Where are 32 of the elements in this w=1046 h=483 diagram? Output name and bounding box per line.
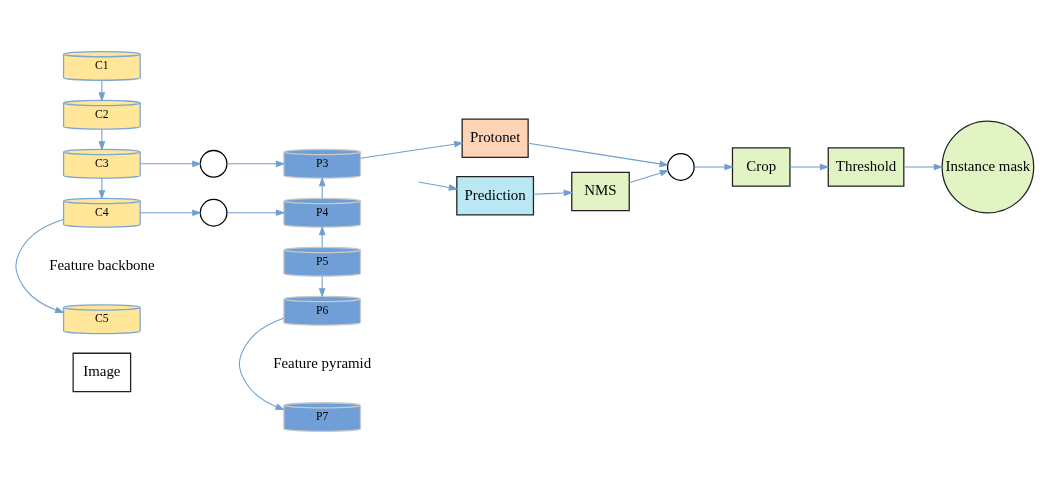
arrow bbox=[628, 169, 670, 184]
node-box: Crop bbox=[731, 147, 791, 187]
node-box: Prediction bbox=[456, 175, 535, 216]
node-circle bbox=[199, 149, 228, 178]
arrow bbox=[98, 79, 106, 102]
arrow bbox=[789, 163, 830, 171]
arrow bbox=[226, 209, 286, 217]
arrow bbox=[418, 181, 459, 191]
arrow bbox=[318, 225, 326, 248]
node-box: Threshold bbox=[827, 147, 905, 187]
arrow bbox=[15, 218, 65, 314]
node-box: NMS bbox=[571, 171, 630, 212]
label: Feature pyramid bbox=[273, 354, 372, 371]
arrow bbox=[139, 160, 202, 168]
node-box: Protonet bbox=[461, 118, 529, 159]
node-circle bbox=[199, 198, 228, 227]
arrow bbox=[98, 128, 106, 151]
arrow bbox=[532, 189, 574, 197]
node-box: Image bbox=[72, 352, 132, 393]
arrow bbox=[318, 275, 326, 298]
arrow bbox=[226, 160, 286, 168]
arrow bbox=[903, 163, 944, 171]
arrow bbox=[527, 142, 670, 168]
arrow bbox=[98, 177, 106, 200]
arrow bbox=[360, 140, 464, 159]
arrow bbox=[693, 163, 734, 171]
arrow bbox=[238, 317, 286, 411]
node-circle: Instance mask bbox=[941, 120, 1035, 214]
arrow bbox=[318, 176, 326, 199]
arrow bbox=[139, 209, 202, 217]
label: Feature backbone bbox=[49, 256, 155, 273]
node-circle bbox=[666, 153, 695, 181]
